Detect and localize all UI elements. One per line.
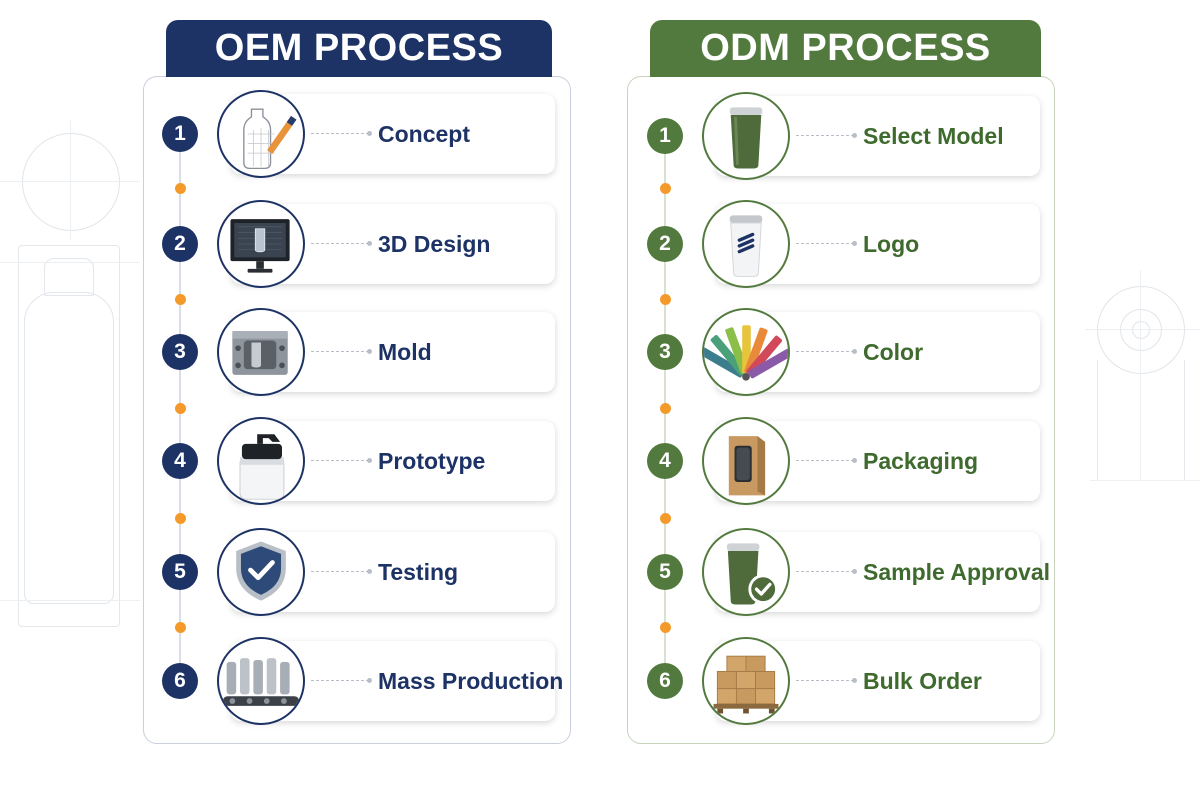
pallet-boxes-icon xyxy=(702,637,790,725)
oem-step-mold: 3 Mold xyxy=(143,308,555,396)
odm-title: ODM PROCESS xyxy=(650,20,1041,77)
step-label: Prototype xyxy=(378,447,486,474)
step-number: 5 xyxy=(647,554,683,590)
step-label: Bulk Order xyxy=(863,667,982,694)
step-connector xyxy=(311,677,372,683)
odm-step-packaging: 4 Packaging xyxy=(628,417,1040,505)
odm-step-logo: 2 Logo xyxy=(628,200,1040,288)
step-label: 3D Design xyxy=(378,230,491,257)
step-label: Logo xyxy=(863,230,920,257)
shield-check-icon xyxy=(217,528,305,616)
step-label: Sample Approval xyxy=(863,558,1051,585)
step-connector xyxy=(796,348,857,354)
tumbler-check-icon xyxy=(702,528,790,616)
odm-step-color: 3 Color xyxy=(628,308,1040,396)
odm-connector-dot xyxy=(660,183,671,194)
step-number: 3 xyxy=(162,334,198,370)
odm-connector-dot xyxy=(660,403,671,414)
step-number: 3 xyxy=(647,334,683,370)
step-connector xyxy=(311,130,372,136)
oem-step-mass-production: 6 Mass Production xyxy=(143,637,563,725)
oem-connector-dot xyxy=(175,403,186,414)
odm-connector-dot xyxy=(660,294,671,305)
oem-panel xyxy=(143,76,571,744)
green-tumbler-icon xyxy=(702,92,790,180)
step-connector xyxy=(796,568,857,574)
step-label: Color xyxy=(863,338,924,365)
odm-connector-dot xyxy=(660,622,671,633)
step-number: 1 xyxy=(647,118,683,154)
step-number: 4 xyxy=(162,443,198,479)
step-number: 6 xyxy=(162,663,198,699)
oem-connector-dot xyxy=(175,622,186,633)
oem-step-testing: 5 Testing xyxy=(143,528,555,616)
odm-connector-dot xyxy=(660,513,671,524)
oem-connector-dot xyxy=(175,513,186,524)
step-number: 4 xyxy=(647,443,683,479)
odm-panel xyxy=(627,76,1055,744)
bottle-sketch-icon xyxy=(217,90,305,178)
step-label: Select Model xyxy=(863,122,1004,149)
odm-step-select-model: 1 Select Model xyxy=(628,92,1040,180)
gift-box-icon xyxy=(702,417,790,505)
oem-step-3d-design: 2 3D Design xyxy=(143,200,555,288)
odm-step-bulk-order: 6 Bulk Order xyxy=(628,637,1040,725)
oem-connector-dot xyxy=(175,294,186,305)
steel-mold-icon xyxy=(217,308,305,396)
oem-title: OEM PROCESS xyxy=(166,20,552,77)
step-connector xyxy=(796,677,857,683)
step-connector xyxy=(311,568,372,574)
step-number: 1 xyxy=(162,116,198,152)
step-number: 2 xyxy=(647,226,683,262)
step-number: 5 xyxy=(162,554,198,590)
step-number: 2 xyxy=(162,226,198,262)
oem-step-prototype: 4 Prototype xyxy=(143,417,555,505)
color-swatch-fan-icon xyxy=(702,308,790,396)
production-line-icon xyxy=(217,637,305,725)
step-connector xyxy=(796,240,857,246)
odm-step-sample-approval: 5 Sample Approval xyxy=(628,528,1050,616)
step-connector xyxy=(311,457,372,463)
step-connector xyxy=(311,348,372,354)
step-label: Concept xyxy=(378,120,470,147)
step-connector xyxy=(796,457,857,463)
prototype-bottle-icon xyxy=(217,417,305,505)
step-label: Mold xyxy=(378,338,432,365)
step-number: 6 xyxy=(647,663,683,699)
cad-monitor-icon xyxy=(217,200,305,288)
step-label: Mass Production xyxy=(378,667,564,694)
step-connector xyxy=(311,240,372,246)
oem-step-concept: 1 Concept xyxy=(143,90,555,178)
logo-tumbler-icon xyxy=(702,200,790,288)
oem-connector-dot xyxy=(175,183,186,194)
step-connector xyxy=(796,132,857,138)
step-label: Packaging xyxy=(863,447,979,474)
step-label: Testing xyxy=(378,558,459,585)
